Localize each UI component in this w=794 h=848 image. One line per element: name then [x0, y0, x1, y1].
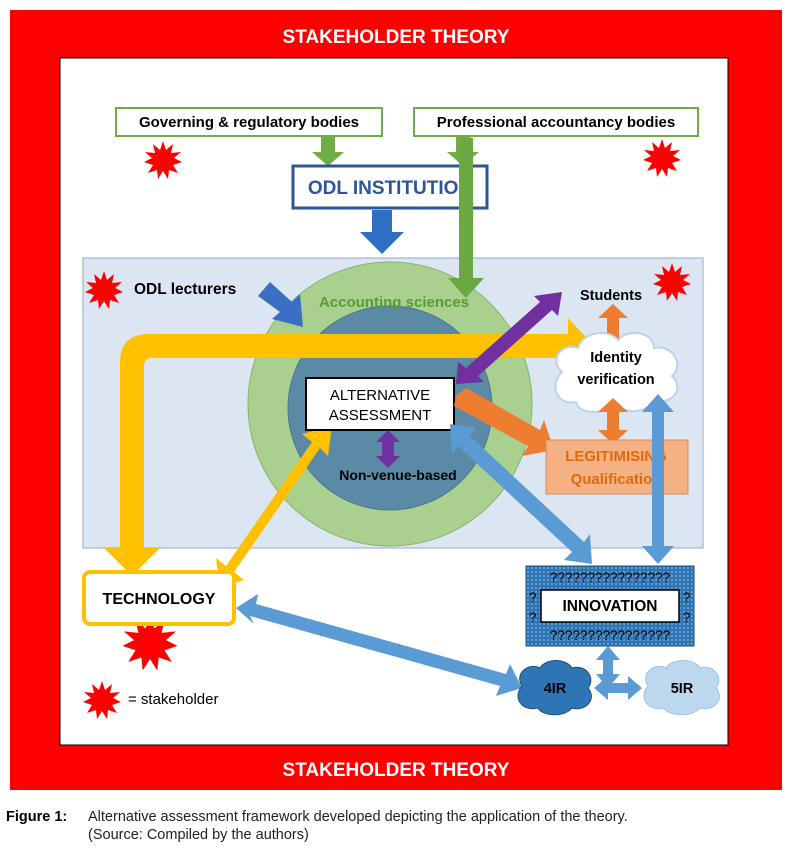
caption-label: Figure 1: — [6, 809, 68, 825]
students-orange-arrow — [598, 304, 628, 340]
odl-institution-box — [291, 164, 489, 210]
alternative-assessment-box — [305, 377, 455, 431]
odl-lecturers-label: ODL lecturers — [134, 281, 236, 298]
identity-legit-orange-arrow — [598, 398, 628, 444]
ir5-cloud — [643, 660, 720, 716]
caption-line1: Alternative assessment framework develop… — [88, 809, 628, 825]
legitimising-line2: Qualification — [571, 471, 662, 488]
alternative-line1: ALTERNATIVE — [330, 387, 430, 404]
frame-title-top: STAKEHOLDER THEORY — [283, 27, 510, 48]
legend-label: = stakeholder — [128, 691, 218, 708]
ir5-label: 5IR — [671, 681, 694, 697]
technology-box — [82, 570, 236, 626]
governing-bodies-label: Governing & regulatory bodies — [139, 114, 359, 131]
alternative-legit-orange-arrow — [454, 388, 554, 456]
diagram-frame: STAKEHOLDER THEORY STAKEHOLDER THEORY Go… — [10, 10, 782, 790]
legitimising-line1: LEGITIMISING — [565, 448, 667, 465]
odl-institution-label: ODL INSTITUTION — [308, 178, 472, 199]
ir4-label: 4IR — [544, 681, 567, 697]
innovation-q-row-bottom: ???????????????? — [550, 628, 670, 643]
accounting-sciences-label: Accounting sciences — [319, 294, 469, 311]
ir-connector-blue-arrow — [594, 676, 642, 700]
innovation-q-left-1: ? — [529, 590, 537, 605]
innovation-label: INNOVATION — [562, 598, 657, 615]
innovation-ir-blue-arrow — [596, 646, 620, 688]
professional-bodies-box — [413, 107, 699, 137]
identity-line1: Identity — [590, 350, 642, 366]
purple-vertical-arrow — [376, 430, 400, 468]
technology-4ir-blue-arrow — [236, 594, 522, 696]
institution-down-arrow — [360, 210, 404, 254]
innovation-box — [540, 589, 680, 623]
technology-label: TECHNOLOGY — [103, 591, 216, 608]
legitimising-box — [545, 439, 689, 495]
innovation-q-row-top: ???????????????? — [550, 570, 670, 585]
figure-caption: Figure 1: Alternative assessment framewor… — [6, 808, 786, 844]
innovation-identity-blue-arrow — [642, 394, 674, 564]
caption-line2: (Source: Compiled by the authors) — [88, 827, 309, 843]
innovation-q-right-1: ? — [683, 590, 691, 605]
ir4-cloud — [517, 660, 592, 716]
innovation-q-right-2: ? — [683, 610, 691, 625]
alternative-innovation-blue-arrow — [450, 424, 592, 564]
identity-verification-cloud — [554, 332, 679, 413]
framework-diagram: STAKEHOLDER THEORY STAKEHOLDER THEORY Go… — [10, 10, 782, 790]
innovation-q-left-2: ? — [529, 610, 537, 625]
purple-diagonal-arrow — [456, 292, 562, 384]
green-arrow-governing — [312, 137, 344, 166]
yellow-loop-arrow — [104, 318, 594, 576]
lecturers-arrow — [258, 282, 303, 327]
professional-bodies-label: Professional accountancy bodies — [437, 114, 675, 131]
yellow-double-arrow — [216, 426, 332, 588]
alternative-line2: ASSESSMENT — [329, 407, 432, 424]
non-venue-label: Non-venue-based — [339, 467, 456, 483]
green-arrow-accounting — [448, 138, 484, 298]
frame-title-bottom: STAKEHOLDER THEORY — [283, 760, 510, 781]
students-label: Students — [580, 288, 642, 304]
identity-line2: verification — [577, 372, 654, 388]
governing-bodies-box — [115, 107, 383, 137]
